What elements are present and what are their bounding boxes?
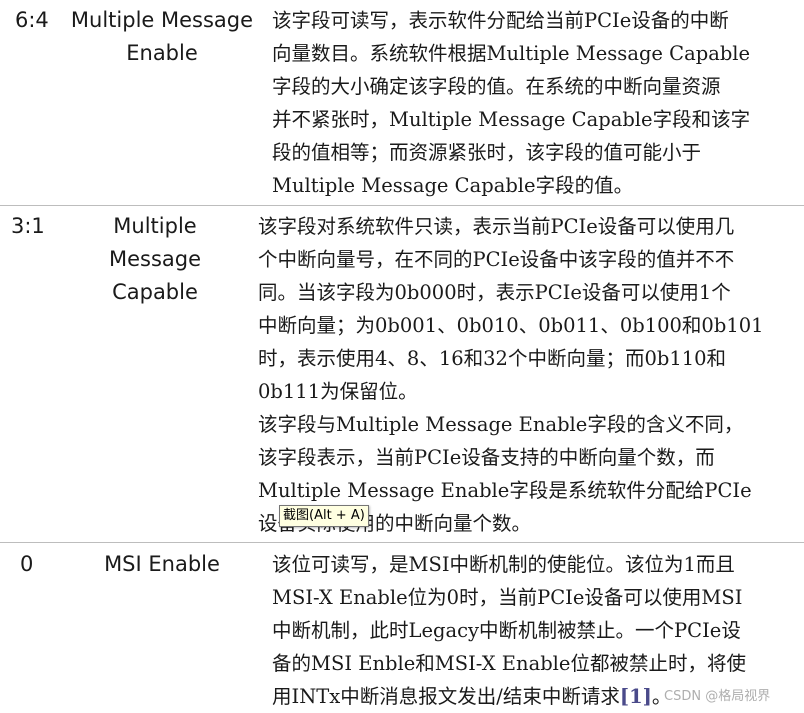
row-divider xyxy=(0,542,804,543)
citation-link[interactable]: [1] xyxy=(619,685,652,708)
description-text: 用INTx中断消息报文发出/结束中断请求 xyxy=(272,685,620,708)
field-name-line: Message xyxy=(108,247,202,271)
description-line: 同。当该字段为0b000时，表示PCIe设备可以使用1个 xyxy=(258,281,731,304)
description-cell: 该字段对系统软件只读，表示当前PCIe设备可以使用几 个中断向量号，在不同的PC… xyxy=(258,210,764,540)
description-line: 并不紧张时，Multiple Message Capable字段和该字 xyxy=(272,108,751,131)
field-name-line: Multiple xyxy=(113,214,197,238)
description-line: 用INTx中断消息报文发出/结束中断请求[1]。 xyxy=(272,680,746,713)
bits-cell: 6:4 xyxy=(15,8,49,32)
description-line: 该字段表示，当前PCIe设备支持的中断向量个数，而 xyxy=(258,446,715,469)
screenshot-tooltip: 截图(Alt + A) xyxy=(279,505,369,527)
description-line: 个中断向量号，在不同的PCIe设备中该字段的值并不不 xyxy=(258,248,735,271)
row-divider xyxy=(0,205,804,206)
description-line: 中断机制，此时Legacy中断机制被禁止。一个PCIe设 xyxy=(272,619,741,642)
watermark: CSDN @格局视界 xyxy=(664,689,771,704)
description-line: 该字段对系统软件只读，表示当前PCIe设备可以使用几 xyxy=(258,215,735,238)
description-line: Multiple Message Enable字段是系统软件分配给PCIe xyxy=(258,479,752,502)
description-line: 该字段与Multiple Message Enable字段的含义不同， xyxy=(258,413,744,436)
field-name-line: Multiple Message xyxy=(70,8,254,32)
table-row: 6:4 Multiple Message Enable 该字段可读写，表示软件分… xyxy=(0,0,804,205)
description-line: 字段的大小确定该字段的值。在系统的中断向量资源 xyxy=(272,75,721,98)
field-name-line: Enable xyxy=(126,41,198,65)
field-name-cell: Multiple Message Enable xyxy=(70,4,254,70)
description-line: 向量数目。系统软件根据Multiple Message Capable xyxy=(272,42,751,65)
field-name-line: Capable xyxy=(112,280,198,304)
field-name-cell: Multiple Message Capable xyxy=(70,210,240,309)
description-line: 备的MSI Enble和MSI-X Enable位都被禁止时，将使 xyxy=(272,652,746,675)
field-name-line: MSI Enable xyxy=(104,552,220,576)
field-name-cell: MSI Enable xyxy=(70,548,254,581)
description-line: MSI-X Enable位为0时，当前PCIe设备可以使用MSI xyxy=(272,586,743,609)
table-row: 3:1 Multiple Message Capable 该字段对系统软件只读，… xyxy=(0,206,804,542)
description-line: Multiple Message Capable字段的值。 xyxy=(272,174,634,197)
description-line: 该位可读写，是MSI中断机制的使能位。该位为1而且 xyxy=(272,553,735,576)
description-text: 。 xyxy=(651,685,672,708)
description-line: 该字段可读写，表示软件分配给当前PCIe设备的中断 xyxy=(272,9,729,32)
bits-cell: 0 xyxy=(20,552,34,576)
description-cell: 该位可读写，是MSI中断机制的使能位。该位为1而且 MSI-X Enable位为… xyxy=(272,548,746,713)
bits-cell: 3:1 xyxy=(11,214,45,238)
description-line: 时，表示使用4、8、16和32个中断向量；而0b110和 xyxy=(258,347,727,370)
table-row: 0 MSI Enable 该位可读写，是MSI中断机制的使能位。该位为1而且 M… xyxy=(0,543,804,713)
description-cell: 该字段可读写，表示软件分配给当前PCIe设备的中断 向量数目。系统软件根据Mul… xyxy=(272,4,750,202)
description-line: 0b111为保留位。 xyxy=(258,380,418,403)
description-line: 段的值相等；而资源紧张时，该字段的值可能小于 xyxy=(272,141,702,164)
description-line: 中断向量；为0b001、0b010、0b011、0b100和0b101 xyxy=(258,314,764,337)
